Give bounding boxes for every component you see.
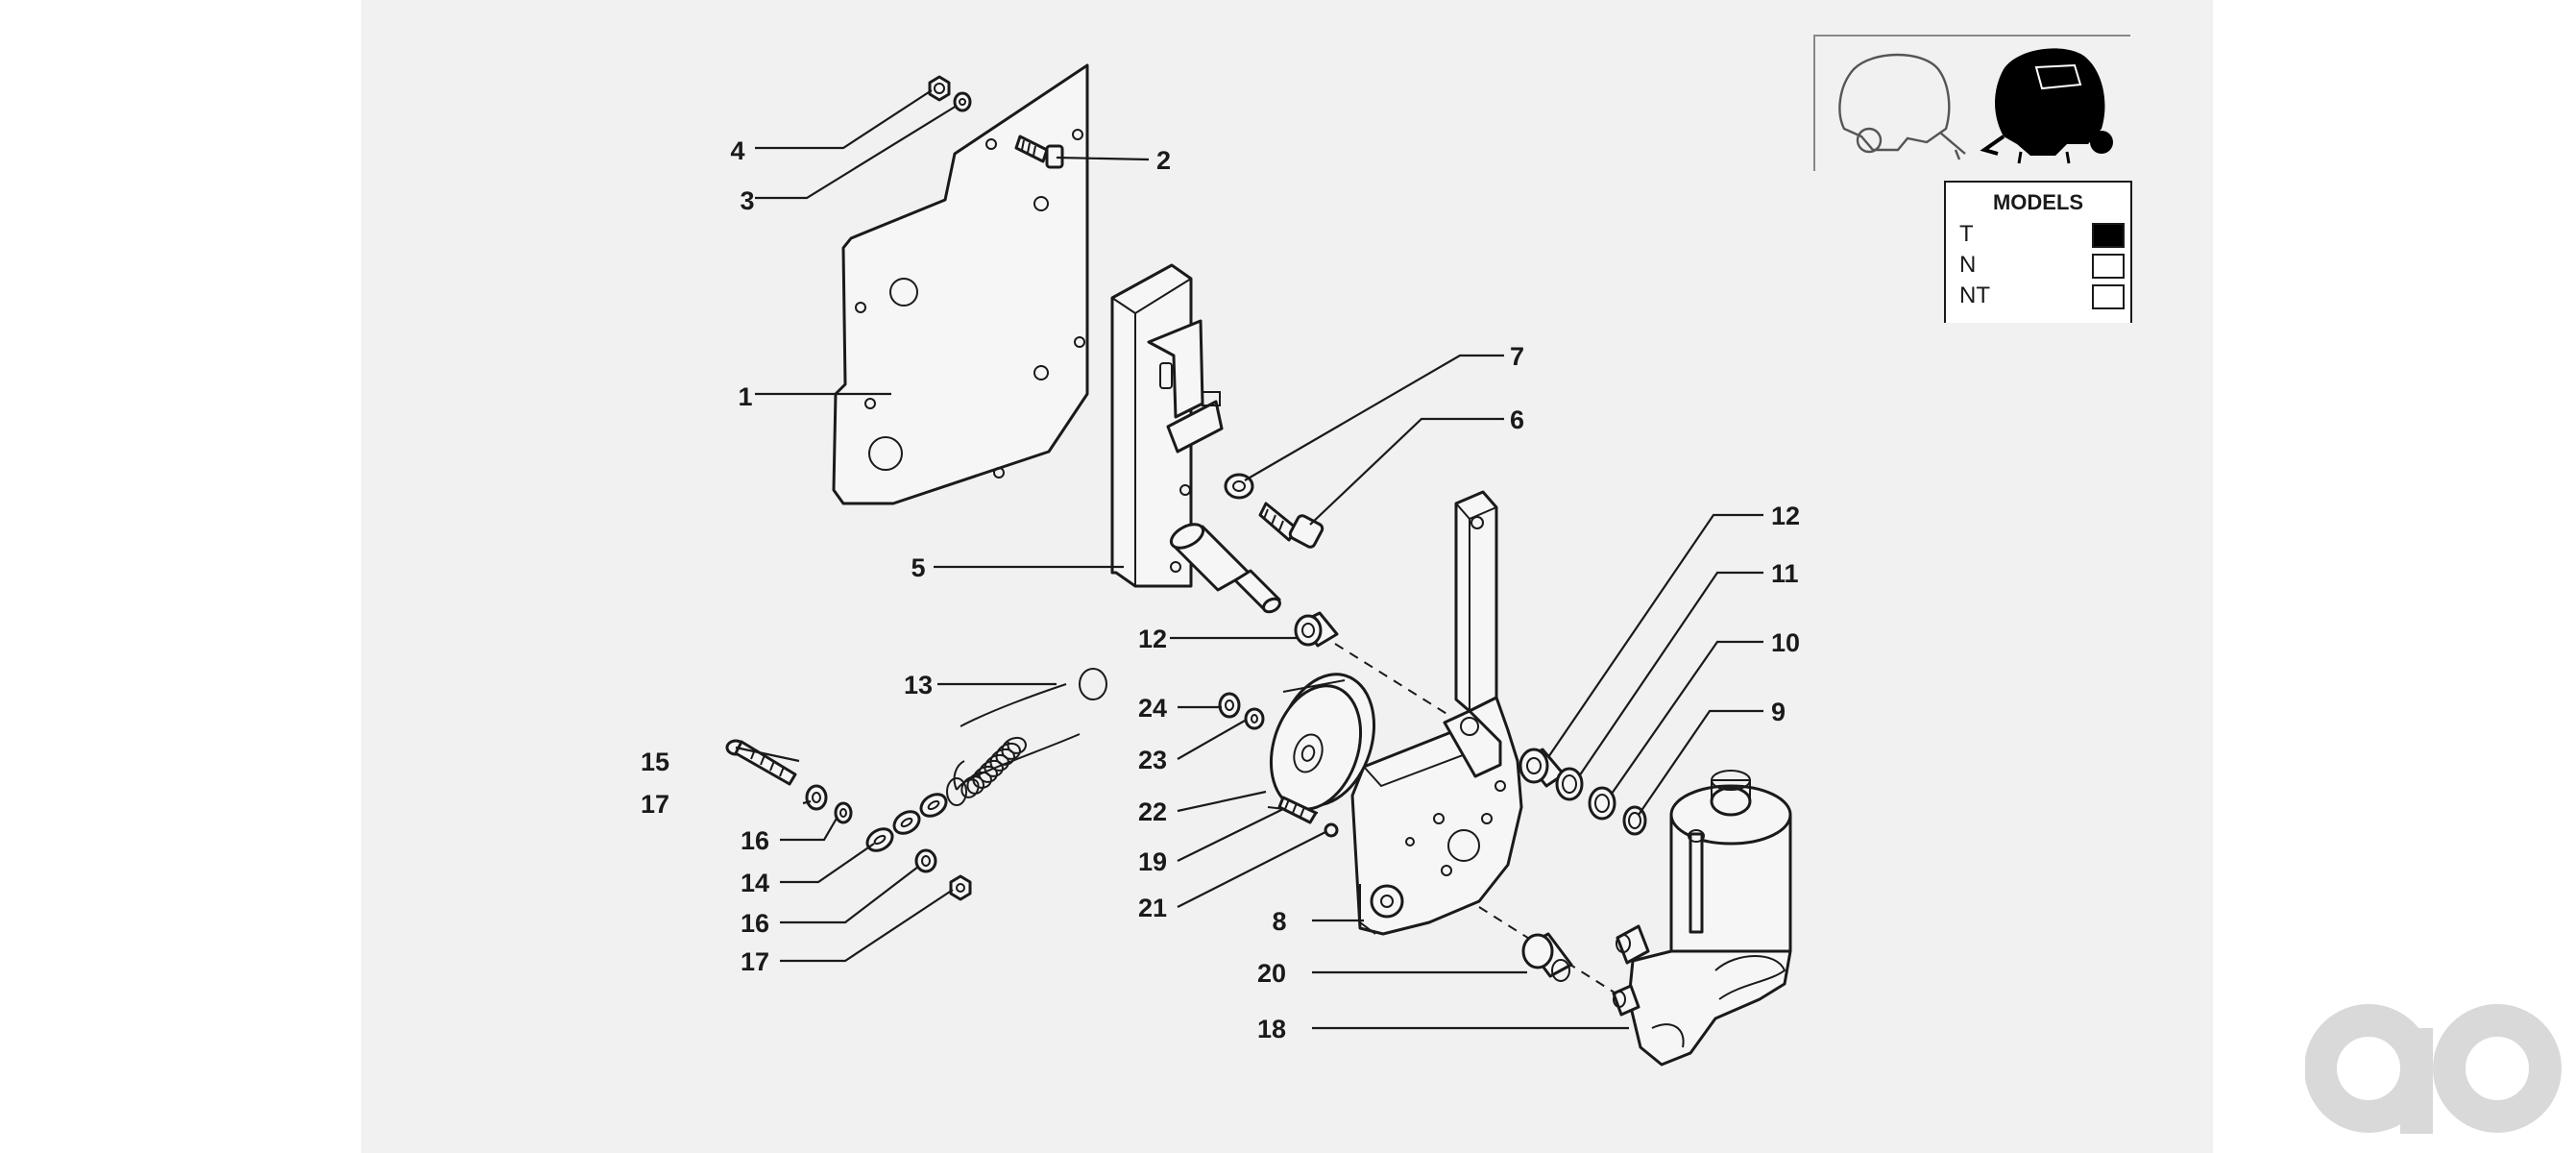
leader-lines [735,89,1763,1030]
part-washer-23 [1244,707,1265,730]
callout-14: 14 [741,869,769,897]
ao-watermark-logo [2305,1004,2562,1134]
part-bushing-12-lower [1294,611,1339,648]
callout-13: 13 [904,671,933,699]
part-washer-3 [953,91,972,112]
callout-6: 6 [1510,405,1524,434]
callout-12-lower: 12 [1138,625,1167,653]
assembly-axis-lower [1478,906,1626,1000]
callout-labels: 4 3 2 1 7 6 5 12 11 10 9 12 13 24 23 22 … [641,136,1800,1043]
callout-7: 7 [1510,342,1524,371]
baler-filled-icon [1980,48,2113,164]
model-thumbnail [1813,35,2130,171]
callout-9: 9 [1771,698,1786,726]
part-washer-16-upper [834,801,853,824]
part-bolt-15 [725,739,797,786]
part-washer-10 [1588,786,1616,821]
part-bolt-2 [1014,135,1064,169]
part-bushing-20 [1521,932,1573,982]
part-washer-16-lower [914,848,937,873]
model-label-t: T [1959,221,1974,247]
callout-23: 23 [1138,746,1167,774]
models-title: MODELS [1992,190,2084,214]
part-pin-21 [1324,822,1339,838]
part-motor-18 [1612,770,1792,1067]
callout-18: 18 [1257,1015,1286,1043]
model-row-n: N [1959,250,2125,281]
thumbnail-graphic [1838,48,2113,164]
callout-4: 4 [730,136,744,165]
part-spring-13 [946,668,1107,806]
callout-17-lower: 17 [741,947,769,976]
part-nut-17-upper [805,784,828,811]
callout-12-upper: 12 [1771,502,1800,530]
part-pulley-22 [1267,673,1376,814]
part-bracket-5 [1110,263,1281,614]
callout-15: 15 [641,748,669,776]
part-side-plate [832,63,1089,505]
callout-11: 11 [1771,559,1799,588]
model-indicator-n [2092,254,2125,279]
callout-3: 3 [740,186,754,215]
callout-19: 19 [1138,847,1167,876]
model-row-nt: NT [1959,281,2125,311]
callout-17-upper: 17 [641,790,669,819]
callout-21: 21 [1138,894,1167,922]
callout-1: 1 [738,382,752,411]
part-nut-17-lower [949,874,972,901]
part-washer-11 [1555,767,1584,801]
model-indicator-t [2092,223,2125,248]
model-indicator-nt [2092,284,2125,309]
callout-8: 8 [1272,907,1286,936]
callout-22: 22 [1138,797,1167,826]
assembly-axis-upper [1334,643,1449,716]
callout-10: 10 [1771,628,1800,657]
callout-24: 24 [1138,694,1167,723]
callout-16-lower: 16 [741,909,769,938]
models-legend: MODELS T N NT [1944,181,2132,323]
part-nut-4 [928,75,951,102]
baler-outline-icon [1838,53,1966,160]
model-label-n: N [1959,252,1977,278]
callout-20: 20 [1257,959,1286,988]
part-lever-8 [1350,490,1523,936]
part-screw-6 [1258,502,1324,549]
callout-5: 5 [911,553,925,582]
callout-16-upper: 16 [741,826,769,855]
callout-2: 2 [1156,146,1171,175]
model-label-nt: NT [1959,282,1990,308]
part-chain-14 [865,793,948,852]
drawing-panel [361,0,2213,1153]
part-bushing-12-upper [1519,748,1566,788]
part-pin-19 [1277,796,1318,824]
part-nut-24 [1218,692,1241,719]
model-row-t: T [1959,219,2125,250]
